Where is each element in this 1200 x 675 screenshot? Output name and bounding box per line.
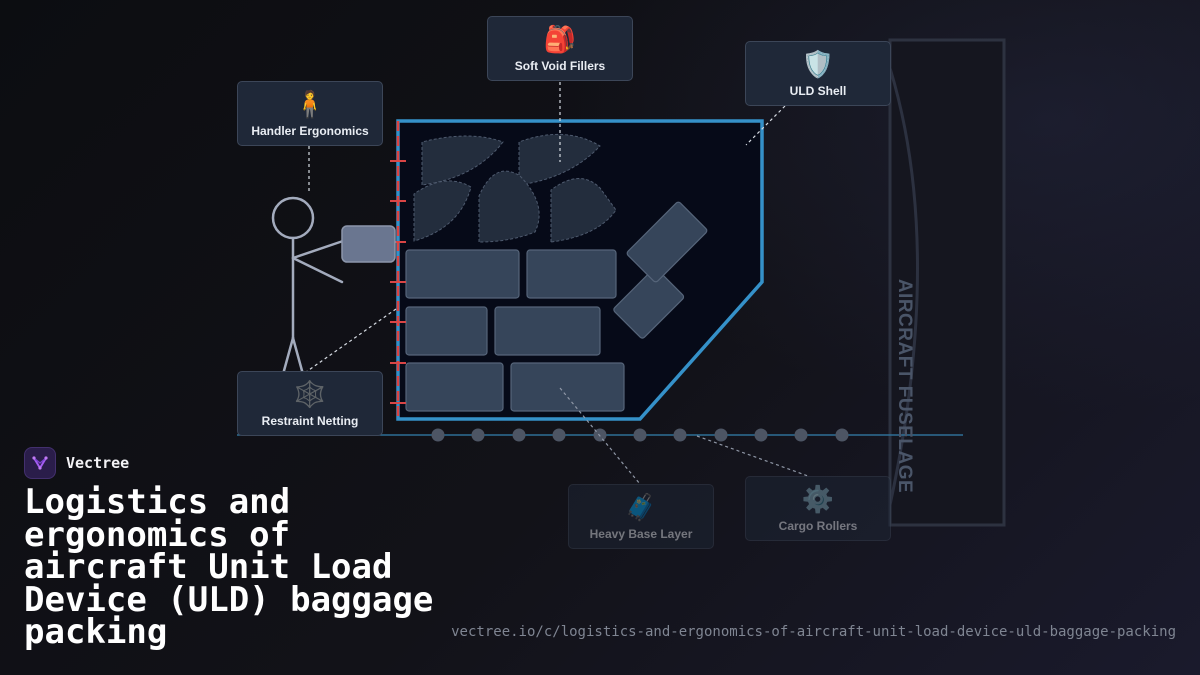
suitcase (494, 306, 601, 356)
aircraft-fuselage (888, 38, 1006, 527)
soft-bag (550, 178, 617, 243)
handled-bag (341, 225, 396, 263)
page-title: Logistics and ergonomics of aircraft Uni… (24, 482, 434, 652)
soft-bag (478, 170, 540, 243)
roller (714, 428, 728, 442)
suitcase-tilted (626, 201, 708, 283)
roller (593, 428, 607, 442)
suitcase-tilted (613, 267, 685, 339)
leader-lines (305, 82, 809, 485)
roller-row (431, 428, 849, 442)
suitcase (405, 362, 504, 412)
backpack-icon: 🎒 (543, 24, 577, 55)
callout-label: ULD Shell (789, 83, 847, 98)
soft-bags (413, 133, 617, 243)
roller (552, 428, 566, 442)
fuselage-label: AIRCRAFT FUSELAGE (894, 278, 915, 494)
restraint-netting (390, 121, 406, 419)
shield-icon: 🛡️ (801, 49, 835, 80)
suitcase (510, 362, 625, 412)
callout-label: Handler Ergonomics (251, 123, 369, 138)
leader-base (559, 387, 641, 485)
callout-heavy-base-layer: 🧳 Heavy Base Layer (568, 484, 714, 549)
net-icon: 🕸️ (293, 379, 327, 410)
callout-label: Restraint Netting (261, 413, 359, 428)
hard-bags (405, 201, 708, 412)
roller (754, 428, 768, 442)
suitcase (405, 249, 520, 299)
luggage-icon: 🧳 (624, 492, 658, 523)
handler-figure (271, 196, 345, 380)
roller (512, 428, 526, 442)
gear-icon: ⚙️ (801, 484, 835, 515)
brand: Vectree (24, 447, 129, 479)
roller (471, 428, 485, 442)
callout-label: Heavy Base Layer (589, 526, 693, 541)
suitcase (405, 306, 488, 356)
leader-rollers (696, 435, 809, 477)
callout-uld-shell: 🛡️ ULD Shell (745, 41, 891, 106)
page-url: vectree.io/c/logistics-and-ergonomics-of… (451, 624, 1176, 640)
callout-soft-void-fillers: 🎒 Soft Void Fillers (487, 16, 633, 81)
callout-cargo-rollers: ⚙️ Cargo Rollers (745, 476, 891, 541)
brand-name: Vectree (66, 454, 130, 472)
roller (673, 428, 687, 442)
callout-label: Cargo Rollers (778, 518, 858, 533)
leader-netting (305, 308, 397, 373)
suitcase (526, 249, 617, 299)
roller (794, 428, 808, 442)
callout-handler-ergonomics: 🧍 Handler Ergonomics (237, 81, 383, 146)
roller (431, 428, 445, 442)
callout-restraint-netting: 🕸️ Restraint Netting (237, 371, 383, 436)
soft-bag (421, 135, 504, 186)
person-icon: 🧍 (293, 89, 327, 120)
soft-bag (413, 180, 472, 242)
vectree-logo-icon (24, 447, 56, 479)
roller (633, 428, 647, 442)
roller (835, 428, 849, 442)
callout-label: Soft Void Fillers (514, 58, 606, 73)
soft-bag (518, 133, 601, 186)
